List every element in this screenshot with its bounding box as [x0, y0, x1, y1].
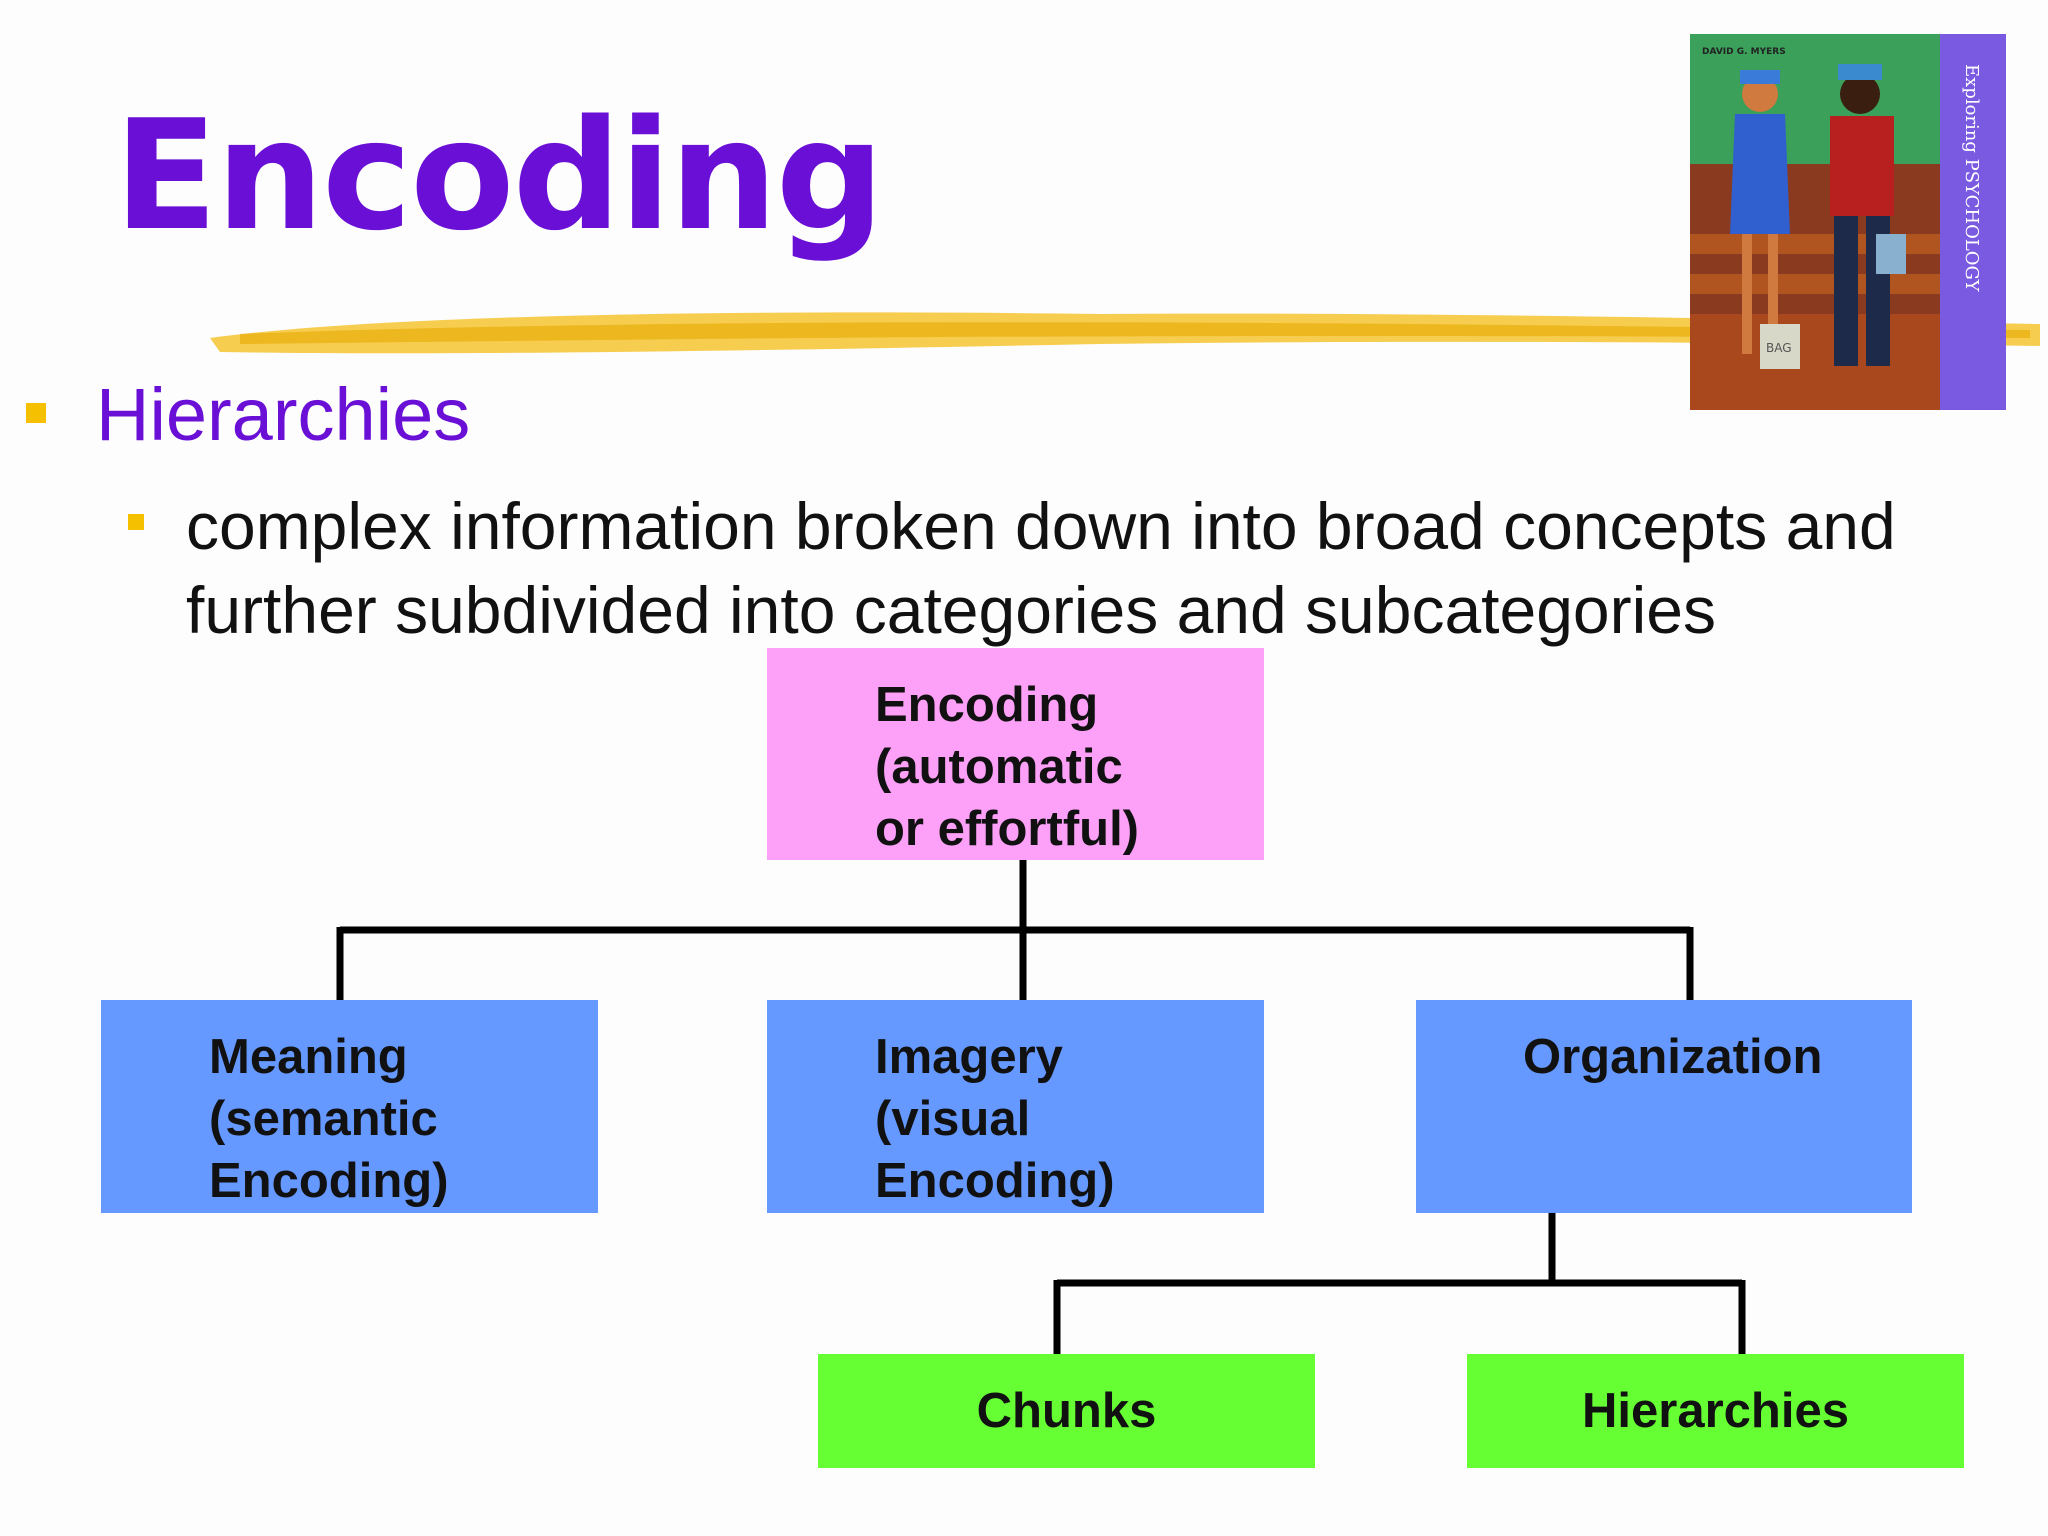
root-node-label: Encoding (automatic or effortful) — [875, 678, 1139, 856]
sub-bullet-marker — [128, 514, 144, 530]
child-node-label: Imagery (visual Encoding) — [875, 1030, 1115, 1208]
leaf-node-hierarchies: Hierarchies — [1467, 1354, 1964, 1468]
leaf-node-label: Chunks — [976, 1384, 1157, 1438]
sub-bullet-text: complex information broken down into bro… — [186, 489, 1896, 647]
child-node-imagery: Imagery (visual Encoding) — [767, 1000, 1264, 1213]
book-author: DAVID G. MYERS — [1702, 47, 1786, 57]
bullet-marker — [26, 403, 46, 423]
bullet-heading: Hierarchies — [96, 373, 471, 456]
child-node-label: Meaning (semantic Encoding) — [209, 1030, 449, 1208]
child-node-organization: Organization — [1416, 1000, 1912, 1213]
root-node-encoding: Encoding (automatic or effortful) — [767, 648, 1264, 860]
child-node-meaning: Meaning (semantic Encoding) — [101, 1000, 598, 1213]
book-bag-label: BAG — [1766, 341, 1792, 355]
leaf-node-chunks: Chunks — [818, 1354, 1315, 1468]
slide-title: Encoding — [114, 87, 884, 264]
leaf-node-label: Hierarchies — [1582, 1384, 1849, 1438]
child-node-label: Organization — [1523, 1030, 1823, 1084]
book-cover-image: BAG Exploring PSYCHOLOGY DAVID G. MYERS — [1690, 34, 2006, 410]
book-spine-title: Exploring PSYCHOLOGY — [1961, 64, 1982, 293]
brush-stroke-divider — [210, 312, 2040, 354]
